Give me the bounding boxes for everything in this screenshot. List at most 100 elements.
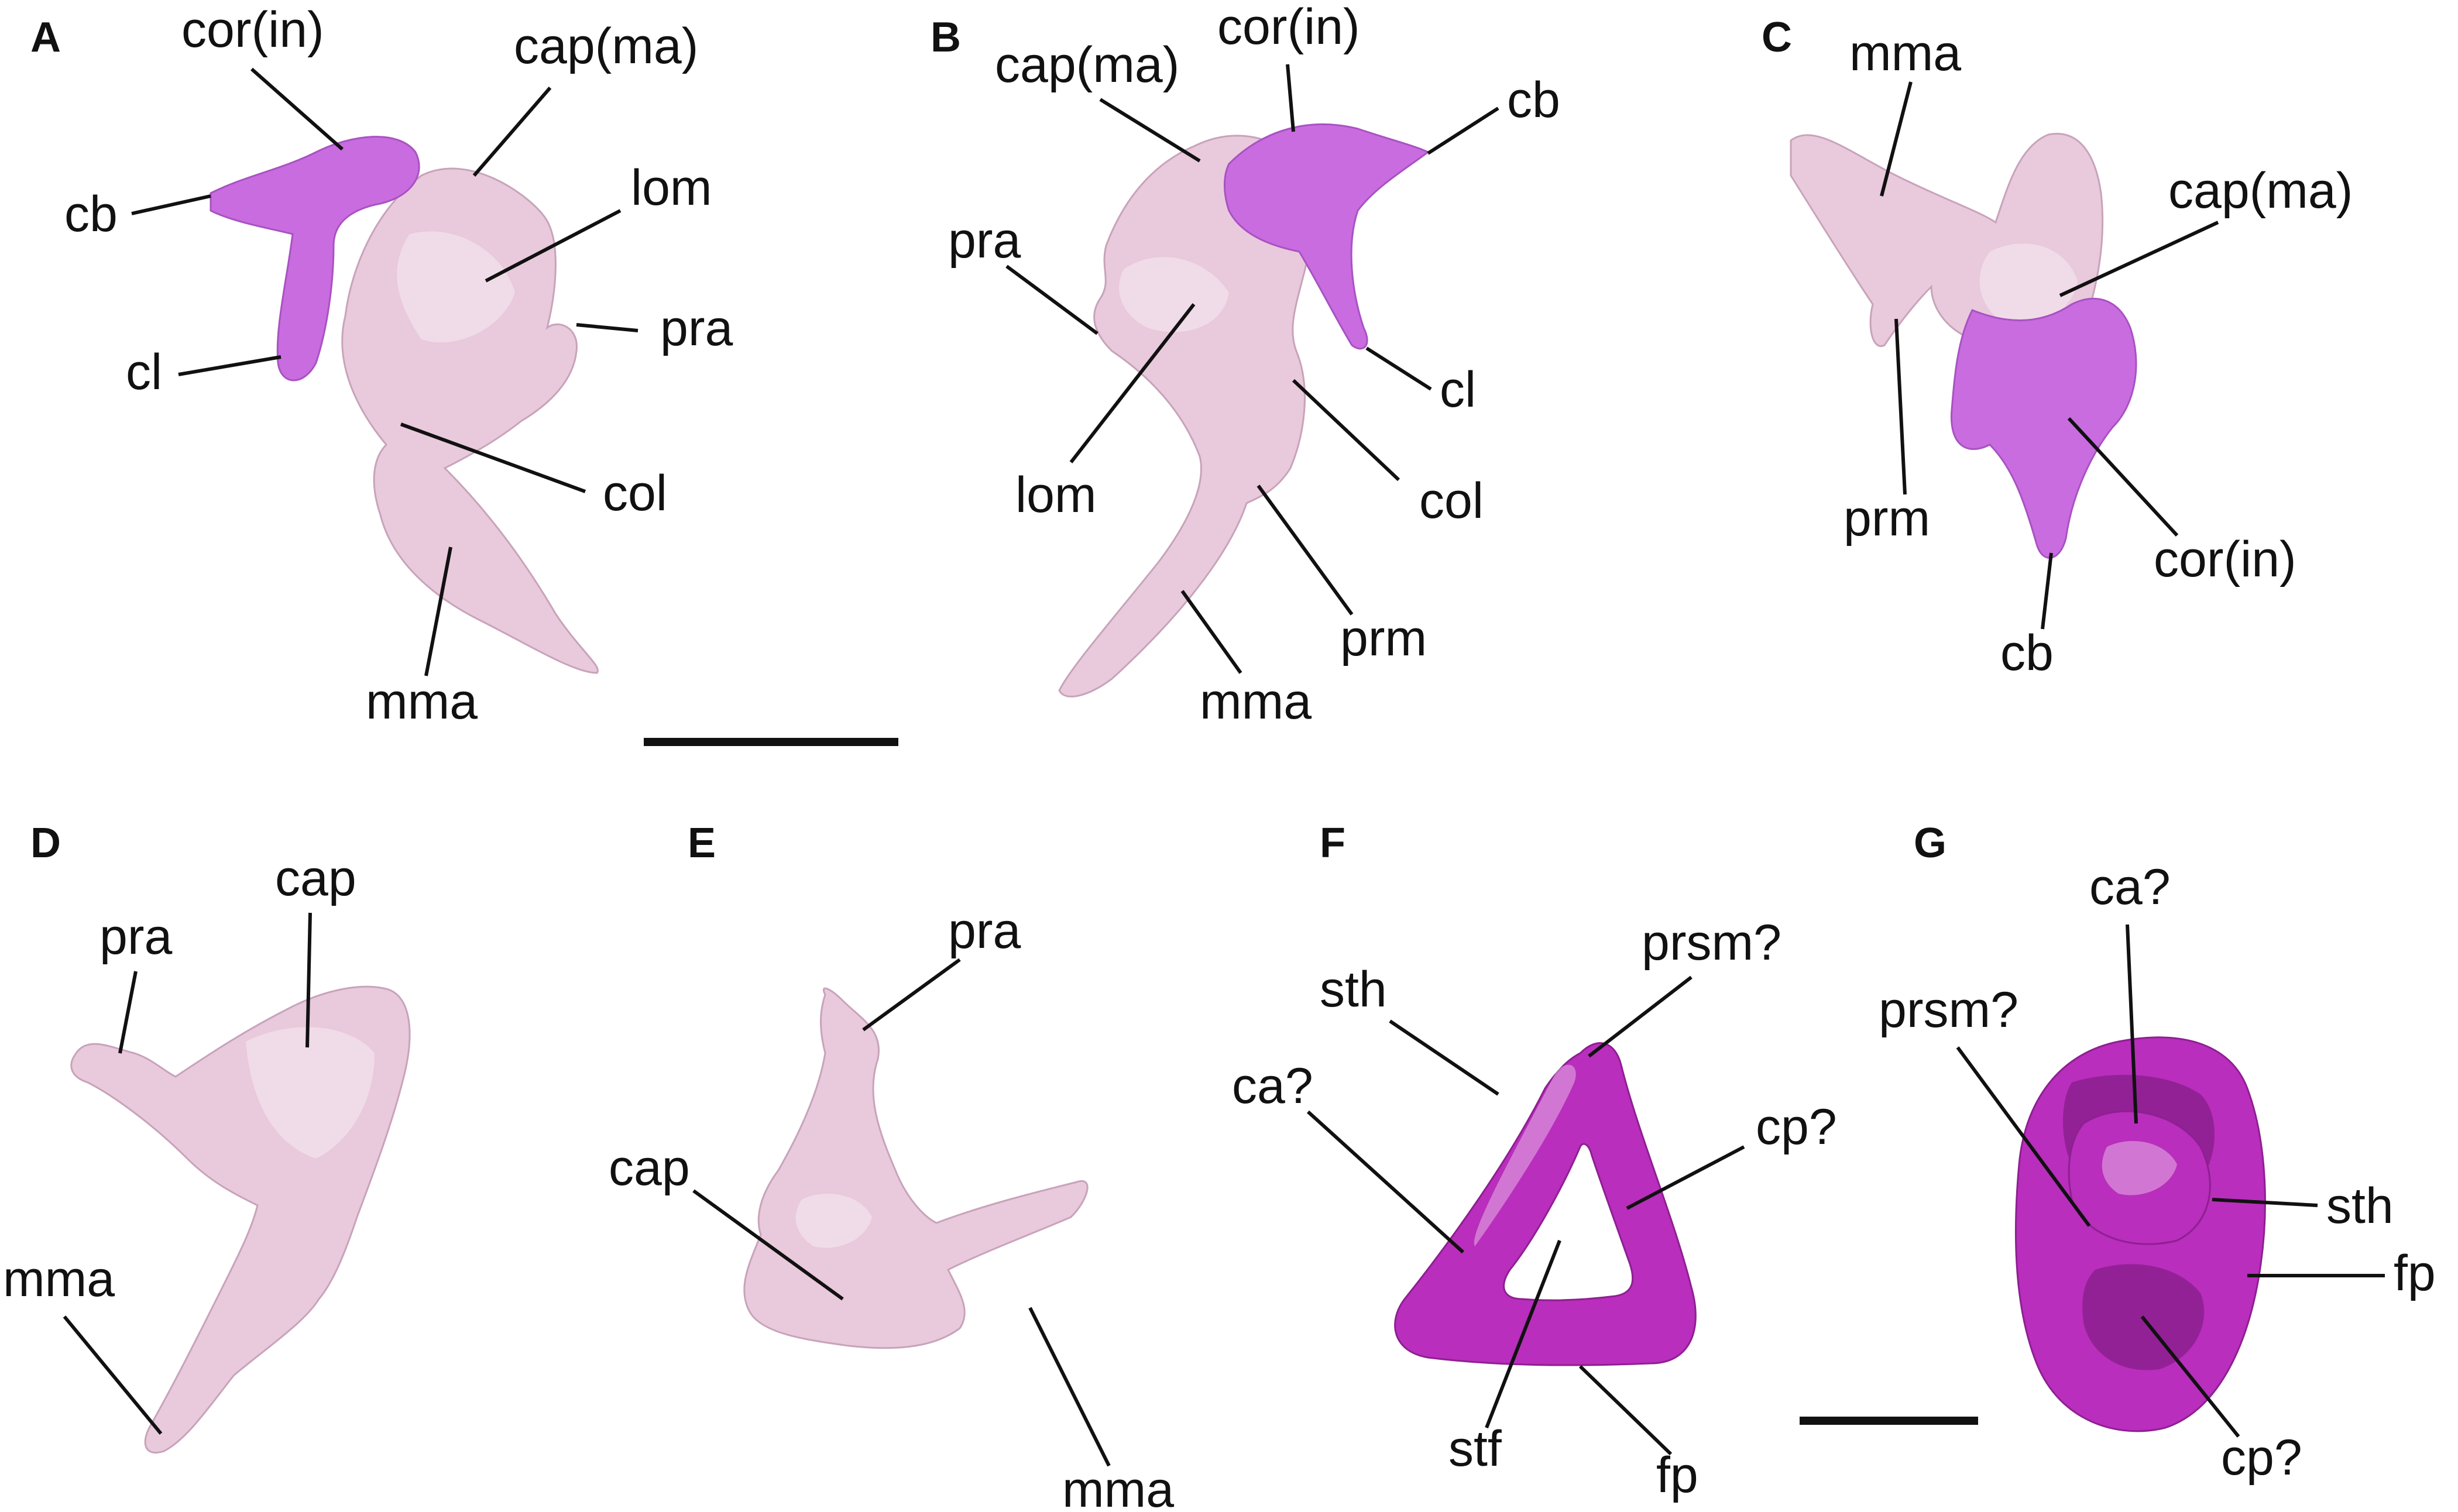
leader-b-mma [1180,590,1242,674]
panel-letter-e: E [688,820,716,867]
label-a-mma: mma [366,673,478,730]
panel-a: A cor(in) cap(ma) cb lom pra cl col mma [30,2,733,730]
panel-d: D cap pra mma [3,820,411,1454]
leader-d-pra [118,971,138,1054]
label-c-mma: mma [1849,25,1961,81]
label-g-ca-leader [2126,924,2138,1124]
label-f-stf: stf [1448,1421,1502,1477]
label-b-prm: prm [1340,610,1427,666]
leader-b-col [1292,379,1400,482]
panel-b: B cor(in) cap(ma) cb pra cl lom col prm … [931,0,1560,730]
leader-g-cp [2140,1315,2240,1438]
leader-a-cl [178,355,281,376]
leader-f-ca [1306,1110,1465,1254]
label-g-sth: sth [2326,1178,2394,1234]
label-a-lom: lom [631,160,712,216]
panel-letter-c: C [1762,14,1792,61]
leader-c-cb [2041,552,2053,630]
leader-e-cap [692,1189,844,1301]
label-d-cap: cap [275,850,356,906]
label-b-col: col [1419,473,1484,529]
label-b-mma: mma [1200,673,1312,730]
label-b-lom: lom [1015,467,1097,523]
label-g-prsm: prsm? [1879,982,2018,1038]
label-f-cp: cp? [1756,1099,1837,1155]
leader-e-mma [1028,1307,1111,1467]
leader-a-cb [131,194,211,215]
panel-letter-b: B [931,14,961,61]
leader-f-cp [1626,1145,1745,1210]
malleus-shape-b [1058,135,1312,697]
label-a-pra: pra [660,300,733,356]
leader-g-sth [2212,1198,2318,1207]
leader-c-prm [1894,318,1907,495]
leader-c-cor-in [2067,417,2179,537]
leader-b-lom [1069,303,1196,463]
label-e-pra: pra [948,903,1021,959]
stapes-shape-g [2014,1036,2266,1432]
label-f-ca: ca? [1232,1058,1313,1114]
stapes-shape-f [1394,1042,1697,1366]
label-b-cl: cl [1440,362,1476,418]
malleus-shape-e [743,987,1089,1349]
leader-f-fp [1578,1365,1673,1456]
label-c-cb: cb [2000,625,2054,681]
panel-e: E pra cap mma [609,820,1174,1512]
label-f-fp: fp [1656,1447,1698,1503]
label-e-mma: mma [1062,1462,1174,1512]
incus-shape-b [1224,123,1430,350]
malleus-shape-a [341,167,599,674]
leader-b-pra [1005,264,1098,335]
panel-letter-g: G [1914,820,1947,867]
leader-b-cl [1365,346,1432,391]
leader-d-mma [63,1315,163,1435]
leader-c-cap-ma [2059,221,2219,297]
leader-b-cap-ma [1099,98,1201,163]
leader-a-pra [576,323,638,332]
leader-a-cor-in [250,67,344,151]
label-g-cp: cp? [2221,1429,2302,1486]
panel-letter-f: F [1320,820,1345,867]
leader-a-mma [424,547,452,676]
panel-g: G ca? prsm? sth fp cp? [1879,820,2436,1486]
label-a-col: col [603,465,667,521]
leader-c-mma [1880,81,1913,197]
label-c-prm: prm [1844,490,1930,547]
leader-d-cap [305,912,312,1048]
panel-f: F prsm? sth ca? cp? stf fp [1232,820,1837,1503]
incus-shape-c [1950,297,2137,559]
label-a-cl: cl [126,344,162,400]
leader-f-stf [1485,1239,1561,1429]
panel-letter-d: D [30,820,61,867]
label-g-ca: ca? [2089,859,2171,915]
label-b-cb: cb [1507,72,1560,128]
label-g-fp: fp [2394,1245,2436,1301]
leader-a-lom [485,209,622,283]
leader-f-prsm [1588,975,1693,1058]
label-c-cor-in: cor(in) [2154,531,2296,587]
malleus-shape-d [70,985,411,1454]
leader-b-cor-in [1286,64,1295,132]
incus-shape-a [210,136,420,382]
leader-g-prsm [1956,1046,2091,1227]
leader-a-cap-ma [472,87,552,177]
leader-f-sth [1389,1019,1499,1096]
label-d-pra: pra [99,909,172,965]
label-c-cap-ma: cap(ma) [2168,163,2353,219]
leader-a-col [400,422,586,493]
panel-c: C mma cap(ma) prm cor(in) cb [1762,14,2353,681]
label-a-cb: cb [64,186,118,242]
label-b-pra: pra [948,212,1021,269]
label-e-cap: cap [609,1140,690,1196]
leader-e-pra [862,958,961,1032]
panel-letter-a: A [30,14,61,61]
malleus-shape-c [1790,133,2104,348]
label-b-cor-in: cor(in) [1217,0,1360,55]
label-a-cor-in: cor(in) [181,2,324,58]
label-b-cap-ma: cap(ma) [995,37,1179,93]
label-a-cap-ma: cap(ma) [514,18,698,74]
leader-b-prm [1257,484,1354,616]
leader-b-cb [1427,106,1499,155]
label-f-prsm: prsm? [1642,915,1781,971]
